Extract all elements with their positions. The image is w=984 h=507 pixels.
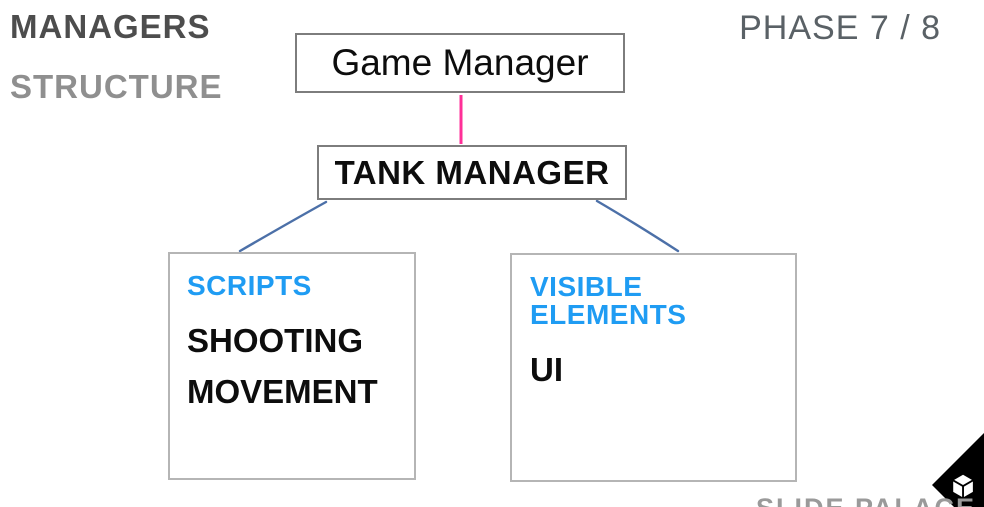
panel-visible-elements: VISIBLE ELEMENTS UI — [510, 253, 797, 482]
node-game-manager-label: Game Manager — [331, 42, 589, 83]
panel-scripts-header: SCRIPTS — [187, 270, 312, 301]
phase-indicator: PHASE 7 / 8 — [739, 9, 941, 47]
slide-title-line-2: STRUCTURE — [10, 68, 223, 105]
slide-title-line-1: MANAGERS — [10, 8, 211, 45]
panel-visible-elements-item-ui: UI — [530, 351, 563, 388]
unity-cube-icon — [953, 474, 973, 497]
bottom-watermark-text: SLIDE PALACE — [756, 492, 976, 507]
panel-scripts-item-shooting: SHOOTING — [187, 322, 364, 359]
panel-scripts-item-movement: MOVEMENT — [187, 373, 378, 410]
panel-scripts: SCRIPTS SHOOTING MOVEMENT — [168, 252, 416, 480]
child-to-right-panel-connector — [595, 199, 680, 253]
child-to-left-panel-connector — [238, 200, 328, 253]
panel-visible-elements-header: VISIBLE ELEMENTS — [530, 271, 687, 330]
unity-corner-badge — [932, 433, 984, 507]
node-tank-manager-label: TANK MANAGER — [334, 153, 610, 191]
node-game-manager: Game Manager — [295, 33, 625, 93]
node-tank-manager: TANK MANAGER — [317, 145, 627, 200]
